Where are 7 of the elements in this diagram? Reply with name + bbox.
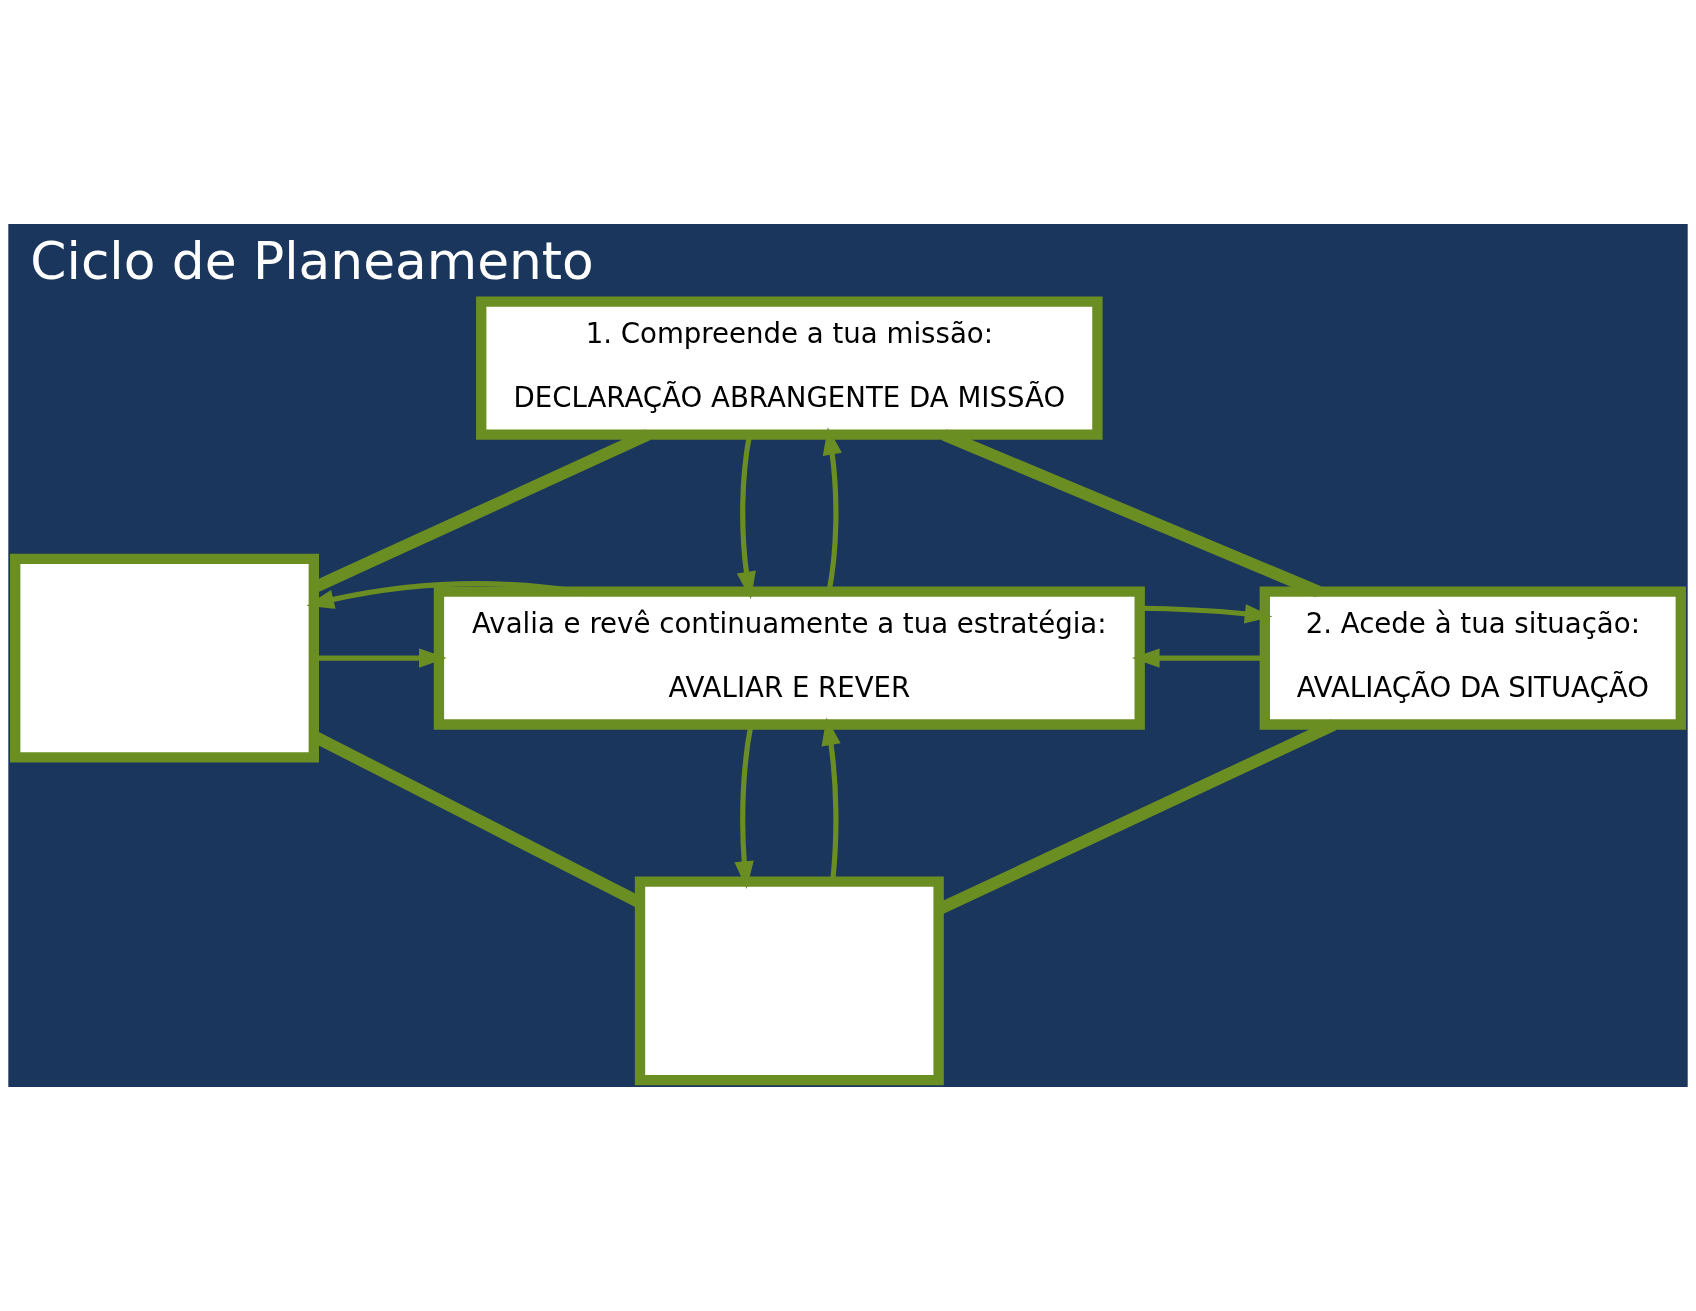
node-box: 2. Acede à tua situação: AVALIAÇÃO DA SITUAÇÃO	[1259, 586, 1686, 730]
node-box	[634, 876, 944, 1086]
node-box: 1. Compreende a tua missão: DECLARAÇÃO ABRANGENTE DA MISSÃO	[476, 296, 1103, 440]
diagram-title: Ciclo de Planeamento	[30, 231, 594, 292]
node-box	[10, 553, 319, 763]
connector	[942, 429, 1321, 598]
node-box: Avalia e revê continuamente a tua estratégia: AVALIAR E REVER	[433, 586, 1145, 730]
